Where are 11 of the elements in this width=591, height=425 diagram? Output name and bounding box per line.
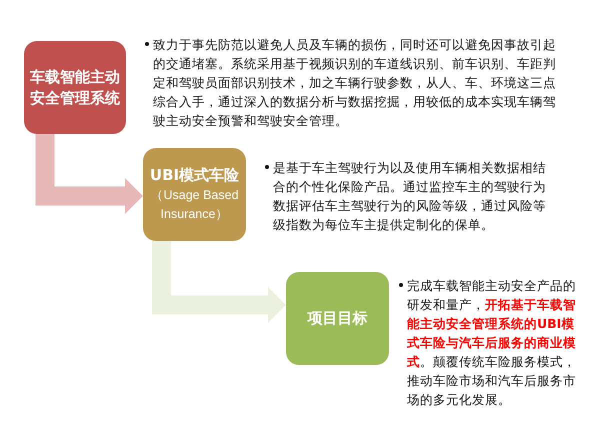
box-subtitle: （Usage Based Insurance）: [149, 187, 240, 223]
description-text: 致力于事先防范以避免人员及车辆的损伤，同时还可以避免因事故引起的交通堵塞。系统采用基于视频识别的车道线识别、前车识别、车距判定和驾驶员面部识别技术，加之车辆行驶参数，从人、车、环境这三点综合入手，通过深入的数据分析与数据挖掘，用较低的成本实现车辆驾驶主动安全预警和驾驶安全管理。: [153, 36, 557, 130]
process-box: [24, 41, 126, 134]
description-text: 是基于车主驾驶行为以及使用车辆相关数据相结合的个性化保险产品。通过监控车主的驾驶行为数据评估车主驾驶行为的风险等级，通过风险等级指数为每位车主提供定制化的保单。: [273, 159, 547, 234]
box-title: 车载智能主动安全管理系统: [29, 66, 121, 108]
description-text: 完成车载智能主动安全产品的研发和量产，开拓基于车载智能主动安全管理系统的UBI模式车险与汽车后服务的商业模式。颠覆传统车险服务模式，推动车险市场和汽车后服务市场的多元化发展。: [407, 277, 577, 409]
process-box: [286, 272, 389, 365]
process-box: [143, 148, 246, 241]
box-title: 项目目标: [308, 308, 368, 329]
arrow: [152, 241, 286, 323]
box-title: UBI模式车险: [150, 165, 240, 186]
